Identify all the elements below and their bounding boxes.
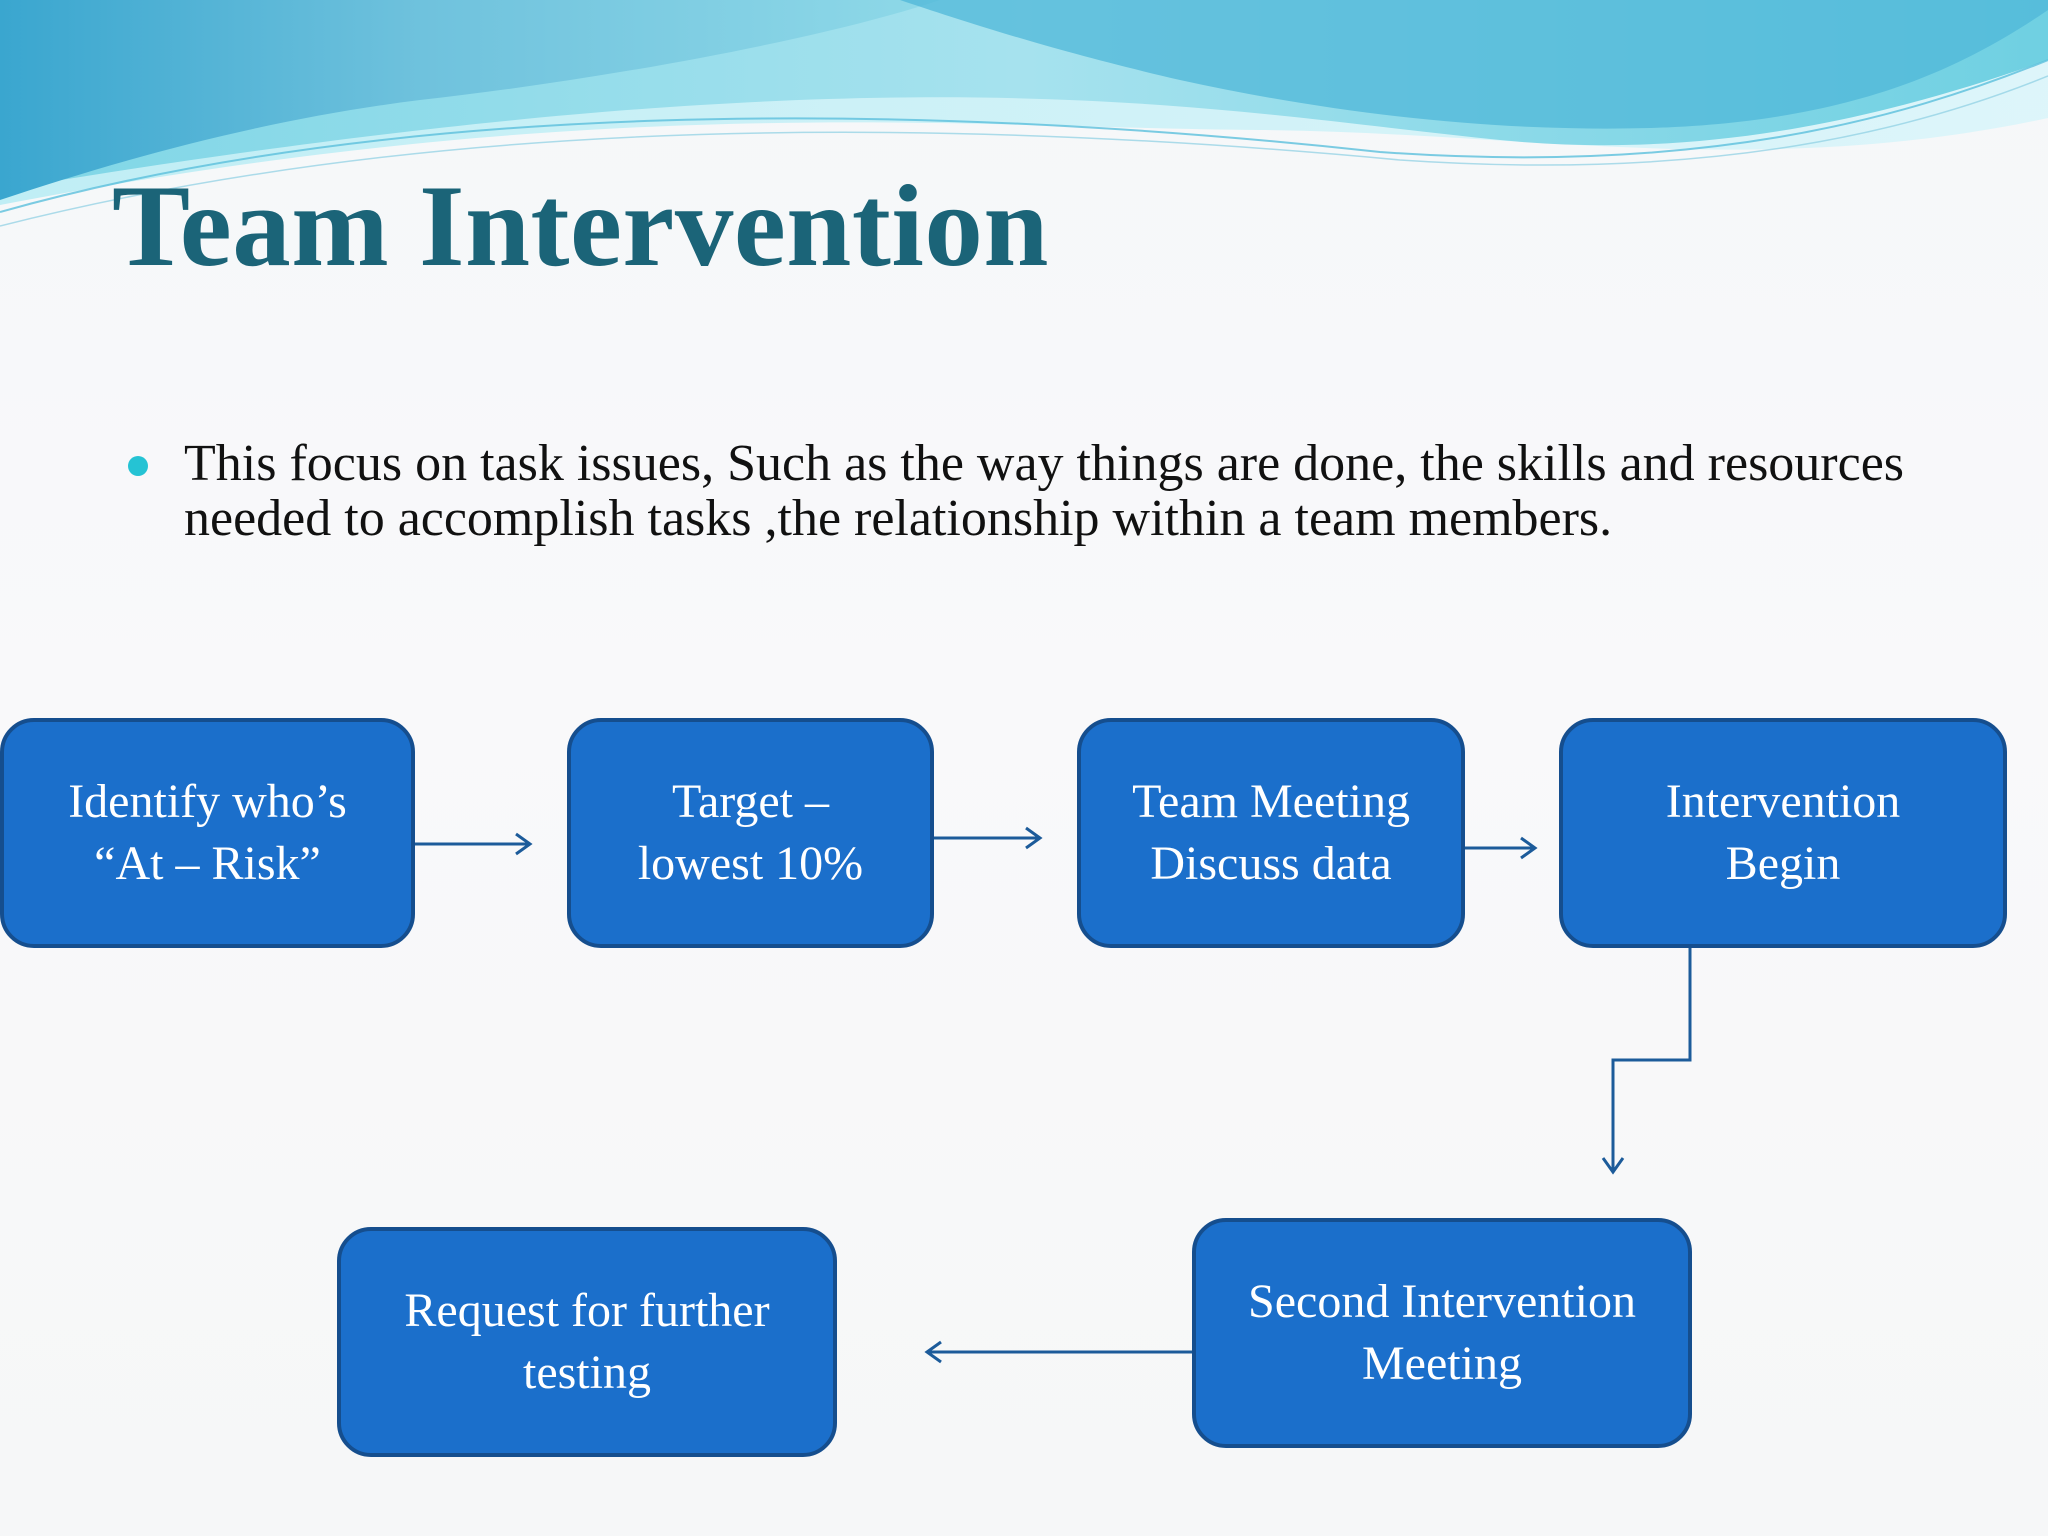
flow-node-identify-at-risk: Identify who’s “At – Risk” bbox=[0, 718, 415, 948]
flow-node-intervention-begin: Intervention Begin bbox=[1559, 718, 2007, 948]
connector-target-to-team-meeting bbox=[934, 826, 1043, 850]
flow-node-second-intervention-meeting: Second Intervention Meeting bbox=[1192, 1218, 1692, 1448]
bullet-marker-icon bbox=[128, 456, 148, 476]
bullet-text: This focus on task issues, Such as the w… bbox=[184, 435, 1905, 547]
connector-intervention-to-second-meeting bbox=[1601, 948, 1692, 1175]
wave-header-decoration bbox=[0, 0, 2048, 227]
slide-title: Team Intervention bbox=[112, 162, 1049, 291]
flow-node-team-meeting: Team Meeting Discuss data bbox=[1077, 718, 1465, 948]
flow-node-request-further-testing: Request for further testing bbox=[337, 1227, 837, 1457]
connector-second-meeting-to-request bbox=[924, 1340, 1192, 1364]
connector-identify-to-target bbox=[415, 832, 533, 856]
connector-team-meeting-to-intervention bbox=[1465, 836, 1538, 860]
flow-node-target-lowest: Target – lowest 10% bbox=[567, 718, 934, 948]
